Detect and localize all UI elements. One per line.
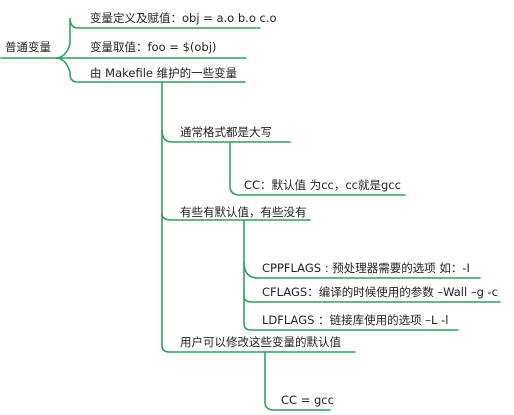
link-defaults-trunk <box>243 219 459 331</box>
link-uppercase-to-cc <box>229 141 406 196</box>
node-cc-gcc[interactable]: CC = gcc <box>281 393 334 407</box>
node-ldflags[interactable]: LDFLAGS ：链接库使用的选项 –L -l <box>262 313 449 327</box>
node-cflags[interactable]: CFLAGS：编译的时候使用的参数 –Wall –g -c <box>262 285 499 299</box>
link-root-to-definition <box>56 17 261 59</box>
link-root-to-makefile-vars <box>56 57 246 83</box>
link-to-uppercase <box>161 129 291 143</box>
link-to-cflags <box>243 295 501 303</box>
node-user-modify-defaults[interactable]: 用户可以修改这些变量的默认值 <box>180 335 341 349</box>
root-node-plain-variables[interactable]: 普通变量 <box>5 40 51 54</box>
node-uppercase-format[interactable]: 通常格式都是大写 <box>180 125 272 139</box>
node-cc-default[interactable]: CC：默认值 为cc，cc就是gcc <box>244 178 401 192</box>
node-cppflags[interactable]: CPPFLAGS : 预处理器需要的选项 如：-I <box>262 261 470 275</box>
link-usermod-to-ccgcc <box>264 351 331 411</box>
link-to-cppflags <box>243 261 481 279</box>
link-to-defaults <box>161 213 311 221</box>
node-makefile-vars[interactable]: 由 Makefile 维护的一些变量 <box>90 66 238 80</box>
node-variable-value[interactable]: 变量取值：foo = $(obj) <box>90 40 217 54</box>
link-makefile-vars-trunk <box>161 81 356 353</box>
node-some-defaults[interactable]: 有些有默认值，有些没有 <box>180 205 307 219</box>
node-variable-definition[interactable]: 变量定义及赋值：obj = a.o b.o c.o <box>90 11 277 25</box>
